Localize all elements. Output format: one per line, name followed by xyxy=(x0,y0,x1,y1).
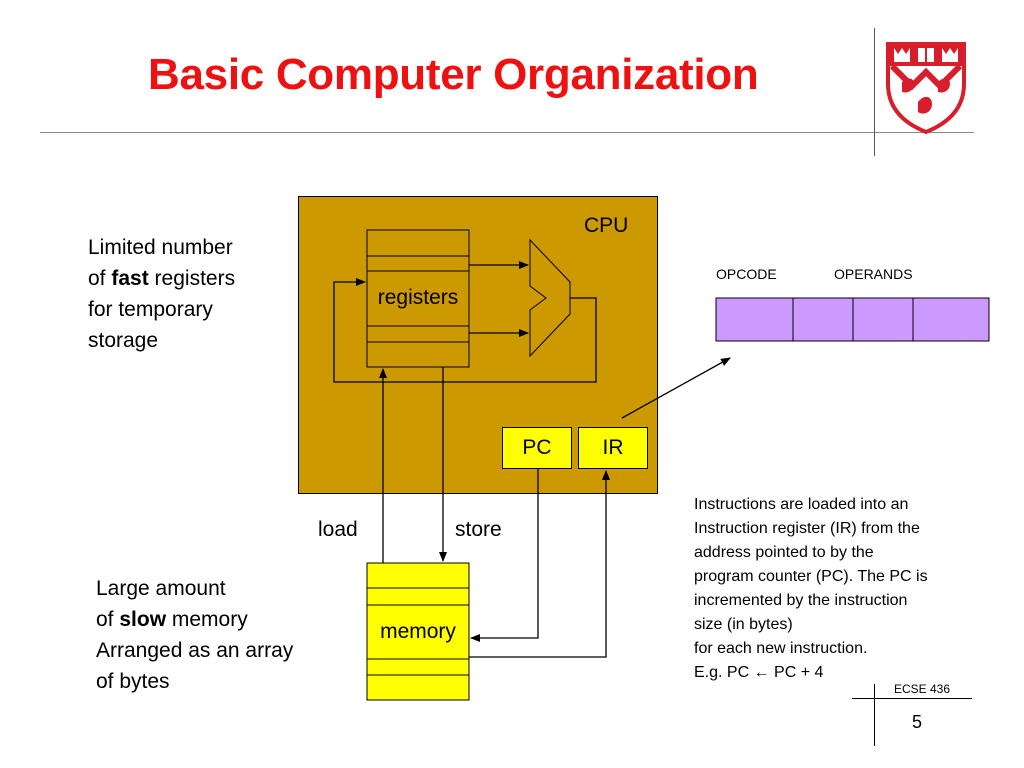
instruction-explanation: Instructions are loaded into an Instruct… xyxy=(694,496,928,681)
footer-vertical-divider xyxy=(874,684,875,746)
registers-note: Limited number of fast registers for tem… xyxy=(88,236,236,352)
alu-shape xyxy=(529,238,571,358)
register-file xyxy=(366,229,470,368)
pc-label: PC xyxy=(522,436,552,459)
ir-label: IR xyxy=(602,436,624,459)
university-crest-logo xyxy=(886,42,966,134)
course-code: ECSE 436 xyxy=(894,682,951,696)
title-vertical-divider xyxy=(874,28,875,156)
memory-label: memory xyxy=(380,620,456,643)
pc-to-memory-arrow xyxy=(470,469,539,642)
cpu-label: CPU xyxy=(584,214,629,237)
memory-array xyxy=(366,562,470,701)
alu-feedback-loop xyxy=(333,278,597,383)
memory-to-ir-arrow xyxy=(469,470,610,658)
title-divider xyxy=(40,132,974,133)
instruction-format-cells xyxy=(715,297,990,342)
registers-label: registers xyxy=(377,286,459,309)
slide-title: Basic Computer Organization xyxy=(148,50,759,99)
operands-label: OPERANDS xyxy=(834,266,913,282)
opcode-label: OPCODE xyxy=(716,266,777,282)
load-label: load xyxy=(318,518,358,541)
pc-register-box: PC xyxy=(502,427,572,469)
footer-divider xyxy=(852,698,972,699)
ir-to-instruction-arrow xyxy=(621,357,731,419)
page-number: 5 xyxy=(912,712,923,732)
store-label: store xyxy=(455,518,502,541)
memory-note: Large amount of slow memory Arranged as … xyxy=(96,577,294,693)
ir-register-box: IR xyxy=(578,427,648,469)
